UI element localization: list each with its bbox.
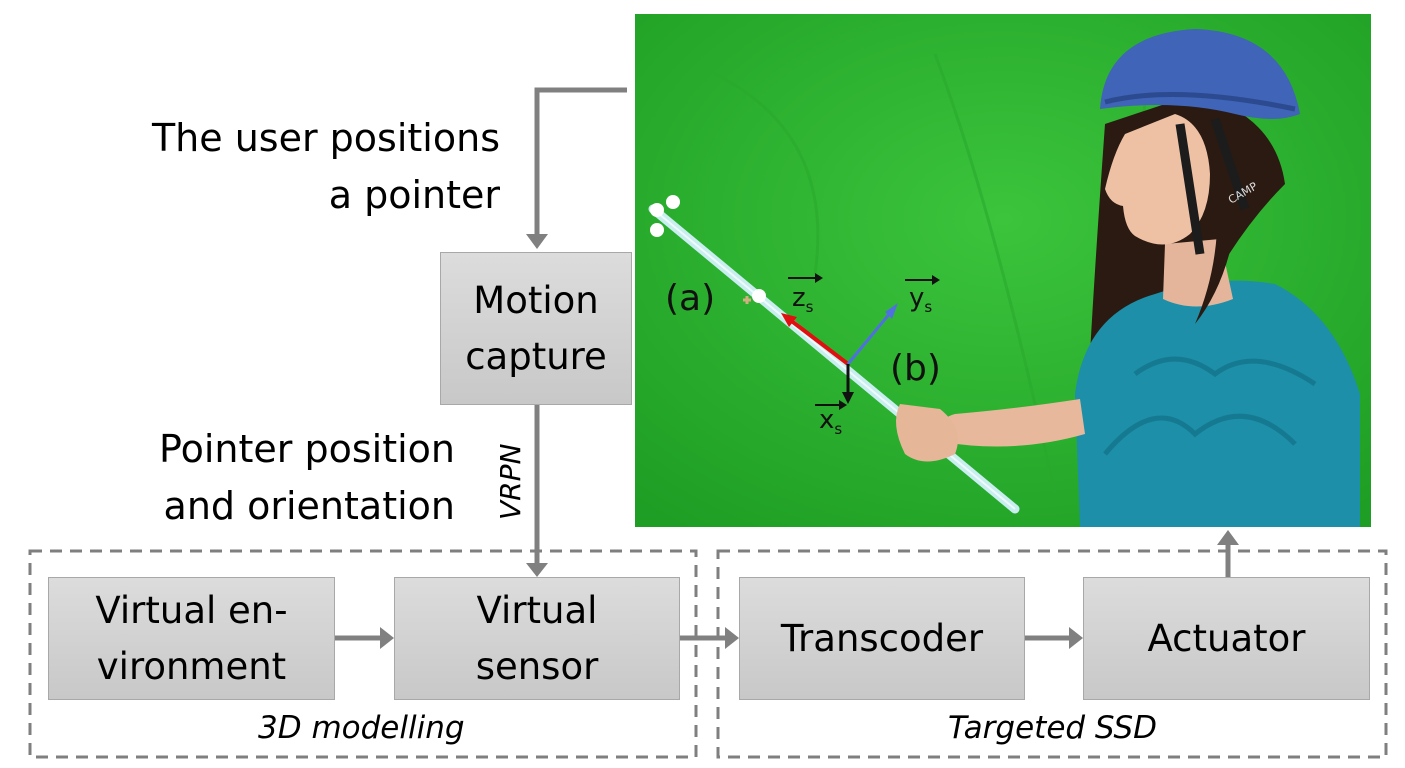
ssd-group-label: Targeted SSD [948, 710, 1158, 746]
transcoder-box: Transcoder [739, 577, 1025, 700]
user-with-pointer-photo: CAMP zs ys xs (a) (b) [635, 14, 1371, 527]
label-b: (b) [890, 348, 941, 389]
label-a: (a) [665, 278, 715, 319]
ssd-group-frame [716, 549, 1388, 759]
axis-x-label: xs [819, 405, 842, 438]
modelling-group-frame [28, 549, 698, 759]
arrow-photo-to-motion-capture [534, 87, 627, 238]
actuator-box: Actuator [1083, 577, 1370, 700]
modelling-group-label: 3D modelling [258, 710, 465, 746]
pointer-pose-label: Pointer position and orientation [159, 427, 455, 528]
virtual-environment-box: Virtual en-vironment [48, 577, 335, 700]
user-positions-label: The user positions a pointer [151, 116, 500, 217]
axis-z-label: zs [792, 283, 814, 316]
vrpn-label: VRPN [494, 443, 527, 520]
axis-y-label: ys [909, 283, 932, 316]
photo-illustration: CAMP zs ys xs (a) (b) [635, 14, 1371, 527]
